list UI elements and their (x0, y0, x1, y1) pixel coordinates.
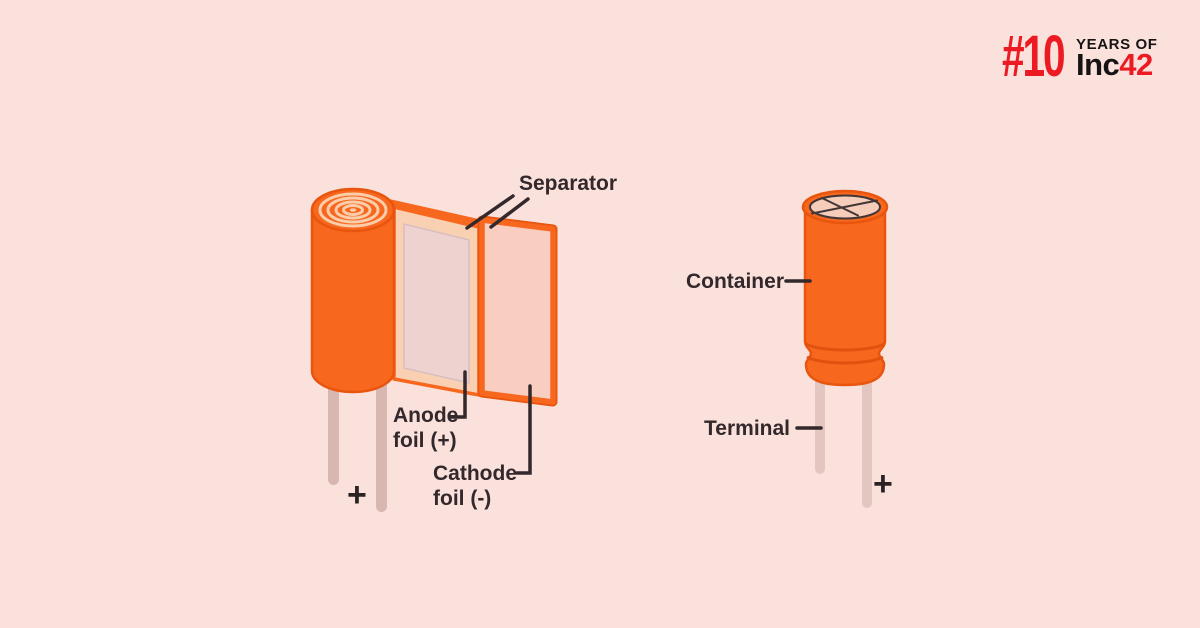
left-figure-lead-positive (376, 368, 387, 512)
container-crimp-lines (805, 342, 885, 365)
logo-right-block: YEARS OF Inc 42 (1076, 33, 1158, 82)
anode-foil-sheet (403, 223, 470, 384)
separator-pointer-lines (465, 194, 530, 230)
foil-roll-spiral (318, 192, 388, 228)
logo-hash10: #10 (1002, 24, 1066, 89)
assembled-capacitor-figure (784, 189, 889, 508)
vent-score-lines (811, 197, 878, 217)
cathode-foil-label-line1: Cathode (433, 462, 517, 485)
anode-foil-label-line1: Anode (393, 404, 459, 427)
logo-inc42-row: Inc 42 (1076, 47, 1157, 82)
right-figure-lead-negative (815, 375, 825, 474)
terminal-label: Terminal (704, 417, 790, 440)
cathode-foil-label-line2: foil (-) (433, 487, 492, 510)
unrolled-capacitor-figure (310, 187, 558, 512)
inc42-logo: #10 YEARS OF Inc 42 (1002, 24, 1158, 89)
anode-pointer-line (450, 370, 467, 419)
left-figure-plus-sign: + (347, 476, 367, 514)
anode-foil-label: Anode foil (+) (393, 403, 458, 453)
cathode-pointer-line (515, 384, 532, 475)
separator-label: Separator (519, 172, 618, 195)
cathode-foil-sheet (479, 217, 556, 405)
logo-42: 42 (1119, 47, 1153, 82)
separator-top-edge (386, 199, 486, 226)
cathode-foil-label: Cathode foil (-) (433, 461, 517, 511)
right-figure-plus-sign: + (873, 465, 893, 503)
logo-inc: Inc (1076, 47, 1120, 82)
left-figure-lead-negative (328, 368, 339, 485)
foil-roll-body (310, 208, 396, 394)
right-figure-lead-positive (862, 375, 872, 508)
anode-foil-label-line2: foil (+) (393, 429, 457, 452)
logo-years-of: YEARS OF (1076, 36, 1158, 53)
container-label: Container (685, 270, 784, 293)
capacitor-container-body (803, 205, 887, 387)
